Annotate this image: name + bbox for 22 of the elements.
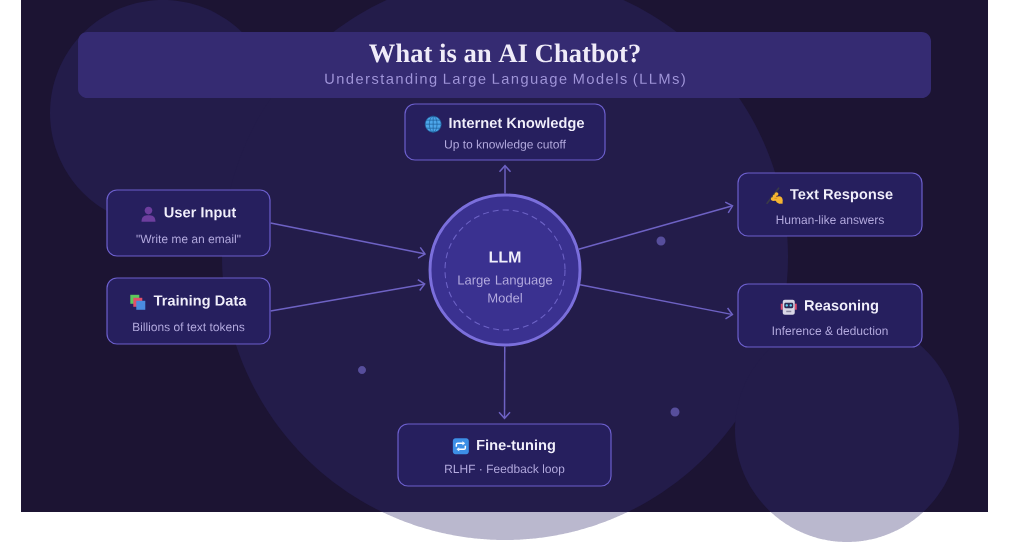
heading: LLM	[489, 251, 521, 263]
description: Large Language Model	[458, 275, 553, 303]
arrow	[577, 201, 734, 250]
description: Human-like answers	[776, 215, 884, 224]
heading: Fine-tuning	[477, 439, 555, 454]
description: RLHF · Feedback loop	[445, 464, 565, 476]
description: Up to knowledge cutoff	[445, 139, 566, 151]
arrow	[269, 222, 427, 259]
arrow	[579, 283, 734, 320]
description: "Write me an email"	[136, 234, 241, 244]
subtitle: Understanding Large Language Models (LLMs)	[325, 73, 685, 87]
description: Inference & deduction	[772, 326, 888, 335]
arrow	[498, 345, 511, 420]
description: Billions of text tokens	[133, 322, 245, 332]
heading: Internet Knowledge	[449, 117, 585, 132]
heading: Text Response	[790, 189, 893, 203]
heading: User Input	[164, 207, 237, 221]
heading: Reasoning	[805, 299, 878, 314]
heading: Training Data	[153, 294, 247, 309]
title: What is an AI Chatbot?	[369, 43, 640, 63]
arrow	[269, 278, 426, 312]
arrow	[498, 164, 512, 195]
